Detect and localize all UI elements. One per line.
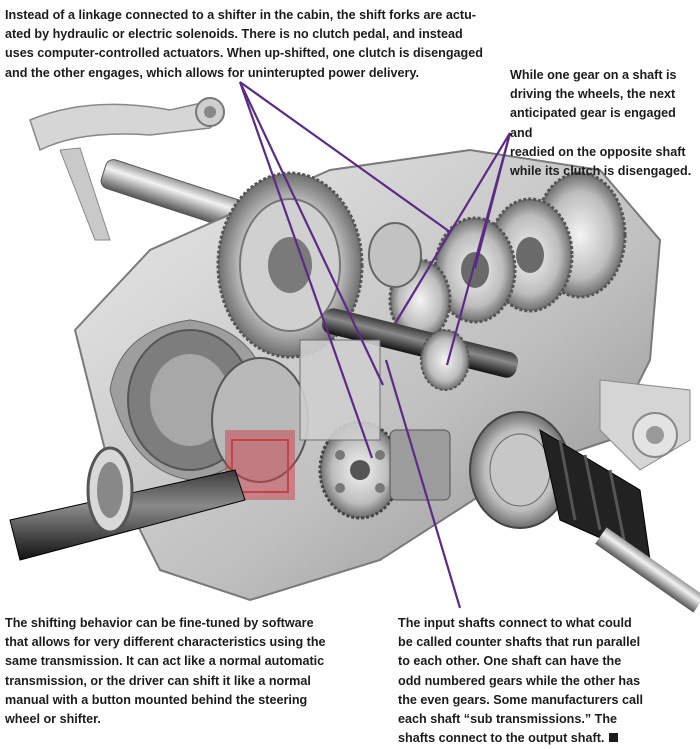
caption-shift-forks: Instead of a linkage connected to a shif…: [5, 8, 483, 80]
gear-cluster: [368, 171, 627, 342]
input-shafts: [321, 308, 519, 391]
callout-line-gear-1: [395, 132, 511, 323]
callout-line-shift-forks-2: [239, 81, 384, 386]
left-output-shaft: [9, 446, 246, 561]
callout-line-gear-3: [473, 132, 512, 269]
shift-actuator-gear: [299, 339, 451, 520]
suspension-arm: [29, 97, 225, 241]
right-cv-axle: [469, 411, 700, 613]
callout-line-shift-forks-1: [238, 81, 374, 459]
callout-line-input-shafts: [384, 359, 462, 609]
end-of-article-mark: [609, 733, 619, 743]
callout-line-shift-forks-3: [239, 81, 451, 233]
caption-input-shafts: The input shafts connect to what could b…: [398, 614, 688, 748]
right-bracket: [599, 379, 691, 471]
caption-shifting-behavior: The shifting behavior can be fine-tuned …: [5, 616, 326, 727]
caption-gear-engaged: While one gear on a shaft is driving the…: [510, 68, 692, 179]
caption-input-shafts-text: The input shafts connect to what could b…: [398, 616, 643, 746]
callout-lines: [238, 81, 512, 609]
